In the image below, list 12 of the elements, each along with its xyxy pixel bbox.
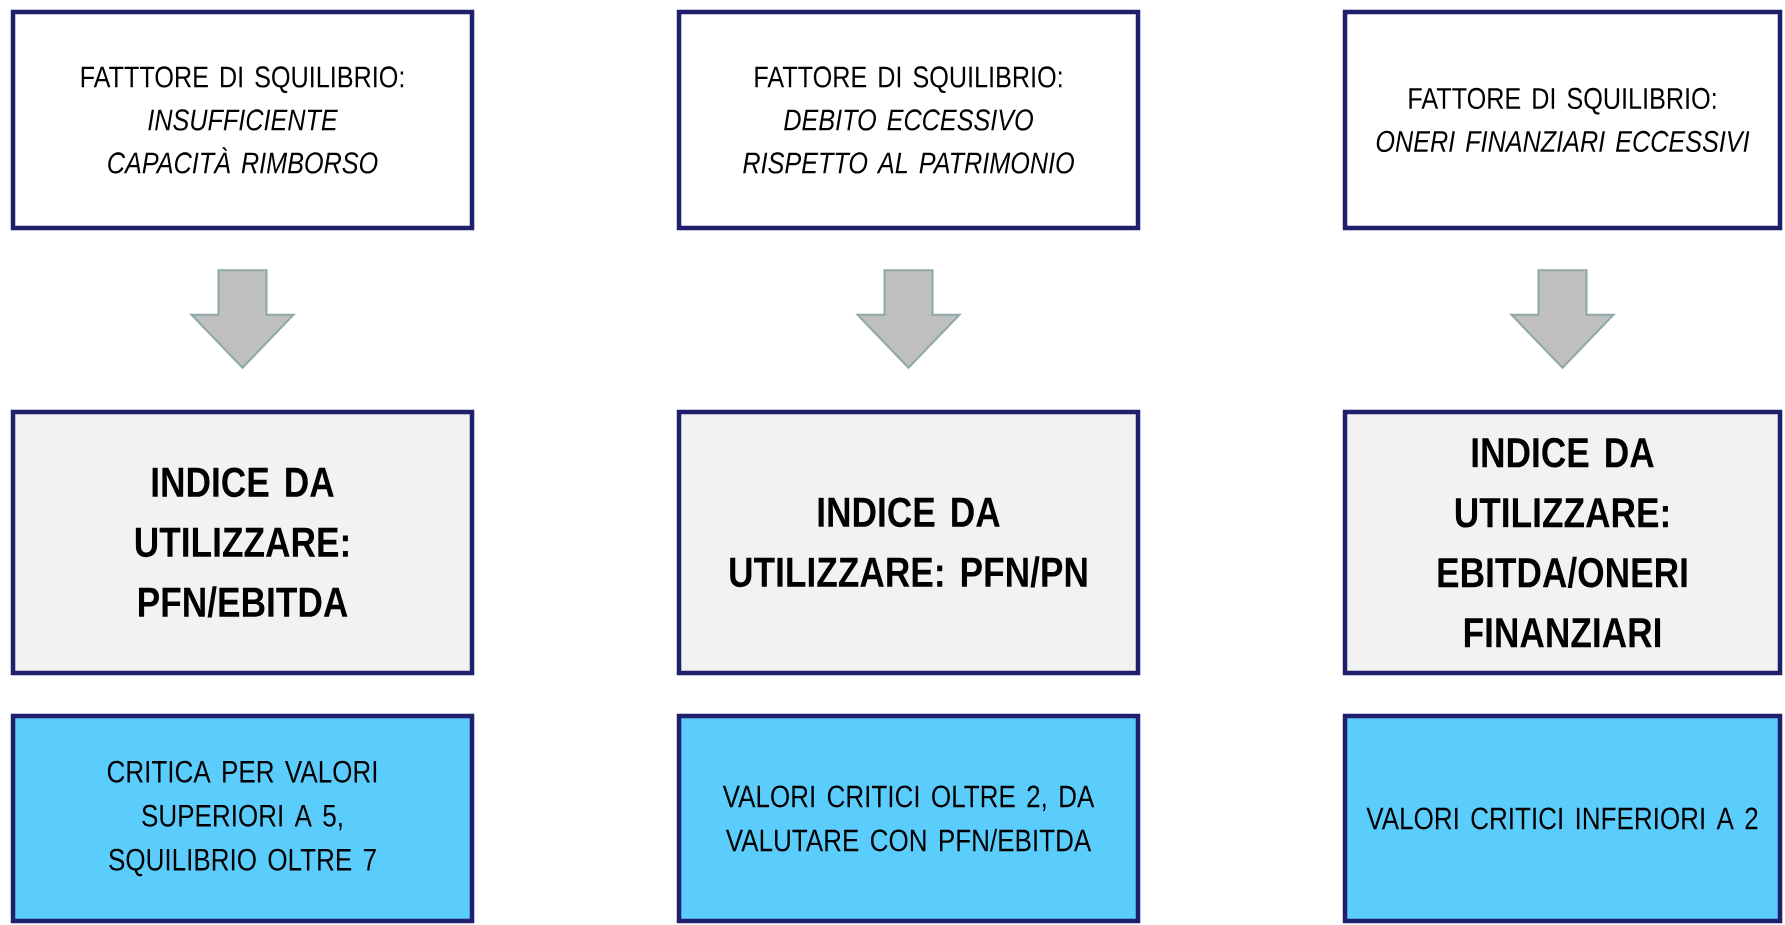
index-box: INDICE DA UTILIZZARE: EBITDA/ONERI FINANZIARI [1342, 409, 1783, 676]
arrow [855, 269, 962, 370]
threshold-box: CRITICA PER VALORI SUPERIORI A 5, SQUILIBRIO OLTRE 7 [10, 713, 475, 924]
factor-box: FATTTORE DI SQUILIBRIO: INSUFFICIENTE CAPACITÀ RIMBORSO [10, 9, 475, 231]
threshold-box: VALORI CRITICI OLTRE 2, DA VALUTARE CON PFN/EBITDA [676, 713, 1141, 924]
index-box: INDICE DA UTILIZZARE: PFN/EBITDA [10, 409, 475, 676]
factor-box: FATTORE DI SQUILIBRIO: ONERI FINANZIARI ECCESSIVI [1342, 9, 1783, 231]
factor-box: FATTORE DI SQUILIBRIO: DEBITO ECCESSIVO RISPETTO AL PATRIMONIO [676, 9, 1141, 231]
index-box: INDICE DA UTILIZZARE: PFN/PN [676, 409, 1141, 676]
threshold-box: VALORI CRITICI INFERIORI A 2 [1342, 713, 1783, 924]
arrow [189, 269, 296, 370]
arrow [1509, 269, 1616, 370]
